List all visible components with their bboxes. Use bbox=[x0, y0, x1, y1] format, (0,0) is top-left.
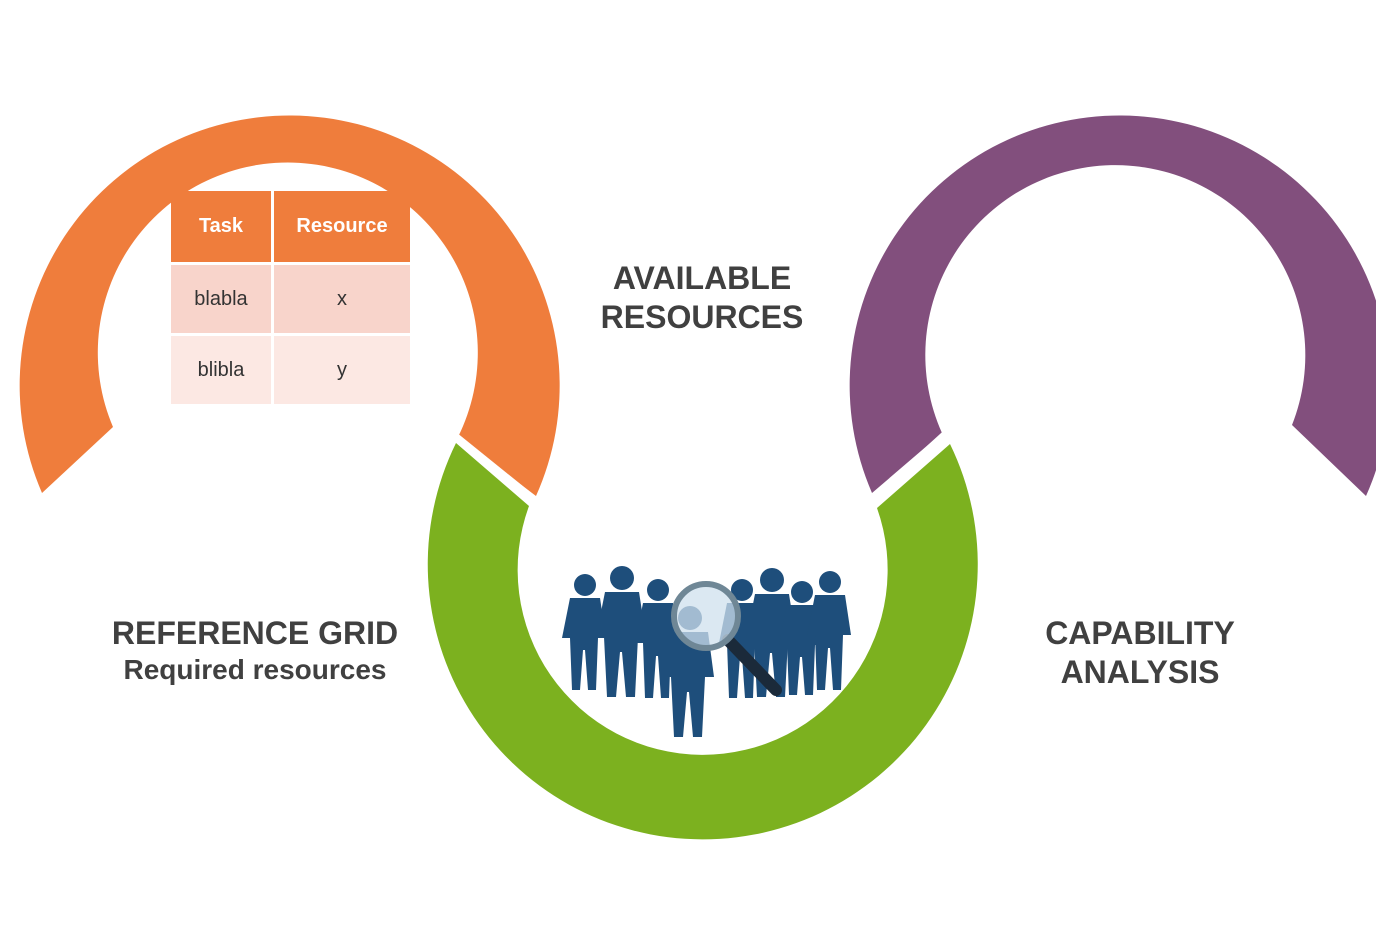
table-header-resource: Resource bbox=[274, 191, 410, 262]
table-header-task: Task bbox=[171, 191, 271, 262]
magnifying-glass-icon bbox=[671, 581, 782, 696]
reference-grid-line1: REFERENCE GRID bbox=[111, 615, 399, 651]
step1-arc bbox=[19, 115, 560, 497]
step1-title: Step 1 bbox=[216, 13, 362, 66]
capability-analysis-line2: ANALYSIS bbox=[1060, 654, 1220, 691]
available-resources-line1: AVAILABLE bbox=[612, 260, 792, 296]
table-row: blibla y bbox=[171, 336, 410, 404]
step3-arc bbox=[849, 115, 1376, 496]
table-cell-resource: y bbox=[274, 336, 410, 404]
reference-grid-label: REFERENCE GRID Required resources bbox=[80, 614, 430, 687]
capability-analysis-label: CAPABILITY ANALYSIS bbox=[1000, 614, 1280, 692]
task-resource-table: Task Resource blabla x blibla y bbox=[168, 188, 413, 407]
step2-title: Step 2 bbox=[628, 837, 774, 890]
table-cell-resource: x bbox=[274, 265, 410, 333]
available-resources-line2: RESOURCES bbox=[600, 299, 804, 336]
separator-left bbox=[449, 430, 543, 509]
capability-analysis-line1: CAPABILITY bbox=[1045, 615, 1235, 651]
table-header-row: Task Resource bbox=[171, 191, 410, 262]
separator-right bbox=[865, 431, 949, 508]
table-row: blabla x bbox=[171, 265, 410, 333]
table-cell-task: blabla bbox=[171, 265, 271, 333]
step3-title: Step 3 bbox=[1042, 13, 1188, 66]
table-cell-task: blibla bbox=[171, 336, 271, 404]
available-resources-label: AVAILABLE RESOURCES bbox=[562, 259, 842, 337]
reference-grid-line2: Required resources bbox=[123, 654, 387, 686]
step2-arc bbox=[427, 443, 978, 840]
